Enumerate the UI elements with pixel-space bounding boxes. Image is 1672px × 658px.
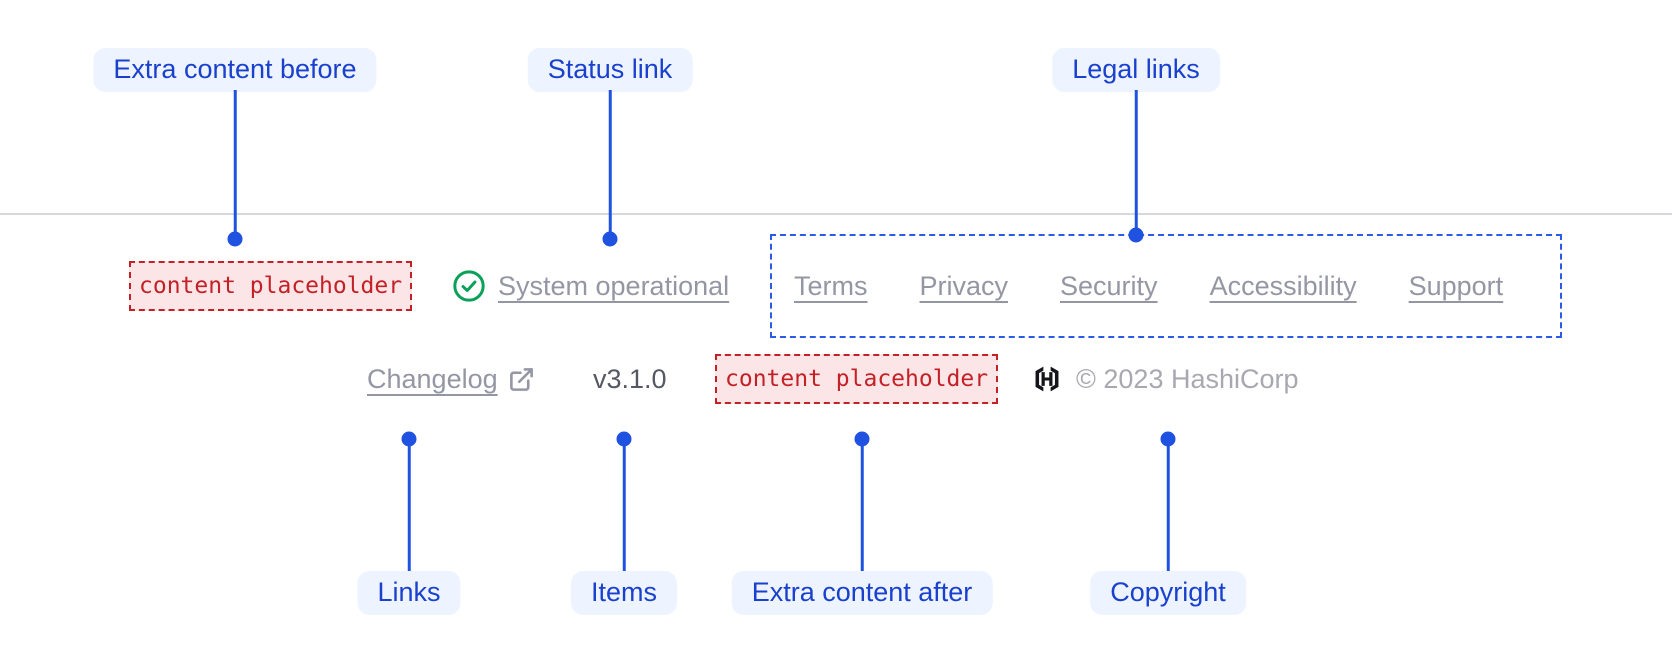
copyright: © 2023 HashiCorp: [1032, 354, 1299, 404]
callout-line: [622, 439, 626, 571]
callout-line: [1166, 439, 1170, 571]
copyright-text: © 2023 HashiCorp: [1076, 363, 1299, 394]
callout-dot: [1128, 227, 1144, 243]
callout-legal-links: Legal links: [1052, 48, 1220, 92]
status-link-label: System operational: [498, 270, 730, 301]
version-label: v3.1.0: [593, 363, 667, 394]
callout-line: [608, 90, 612, 239]
callout-dot: [401, 431, 417, 447]
callout-dot: [854, 431, 870, 447]
callout-status-link: Status link: [527, 48, 693, 92]
callout-line: [860, 439, 864, 571]
status-link[interactable]: System operational: [452, 261, 729, 311]
callout-line: [233, 90, 237, 239]
callout-extra-content-before: Extra content before: [93, 48, 377, 92]
check-circle-icon: [452, 269, 486, 303]
callout-links: Links: [357, 571, 461, 615]
callout-items: Items: [570, 571, 678, 615]
callout-dot: [616, 431, 632, 447]
extra-content-before-placeholder: content placeholder: [129, 261, 413, 311]
placeholder-text: content placeholder: [139, 273, 403, 299]
callout-line: [1134, 90, 1138, 235]
placeholder-text: content placeholder: [725, 366, 989, 392]
callout-copyright: Copyright: [1090, 571, 1246, 615]
callout-line: [407, 439, 411, 571]
legal-link-security[interactable]: Security: [1060, 270, 1158, 301]
legal-link-terms[interactable]: Terms: [794, 270, 868, 301]
callout-dot: [227, 231, 243, 247]
hashicorp-logo-icon: [1032, 364, 1062, 394]
legal-links-container: Terms Privacy Security Accessibility Sup…: [770, 234, 1562, 338]
version-item: v3.1.0: [593, 354, 667, 404]
legal-link-privacy[interactable]: Privacy: [919, 270, 1009, 301]
callout-extra-content-after: Extra content after: [731, 571, 993, 615]
legal-link-accessibility[interactable]: Accessibility: [1209, 270, 1357, 301]
external-link-icon: [508, 366, 535, 393]
extra-content-after-placeholder: content placeholder: [715, 354, 999, 404]
changelog-link-label: Changelog: [367, 363, 498, 394]
legal-link-support[interactable]: Support: [1408, 270, 1504, 301]
changelog-link[interactable]: Changelog: [367, 354, 535, 404]
callout-dot: [1160, 431, 1176, 447]
callout-dot: [602, 231, 618, 247]
footer-top-divider: [0, 213, 1672, 215]
